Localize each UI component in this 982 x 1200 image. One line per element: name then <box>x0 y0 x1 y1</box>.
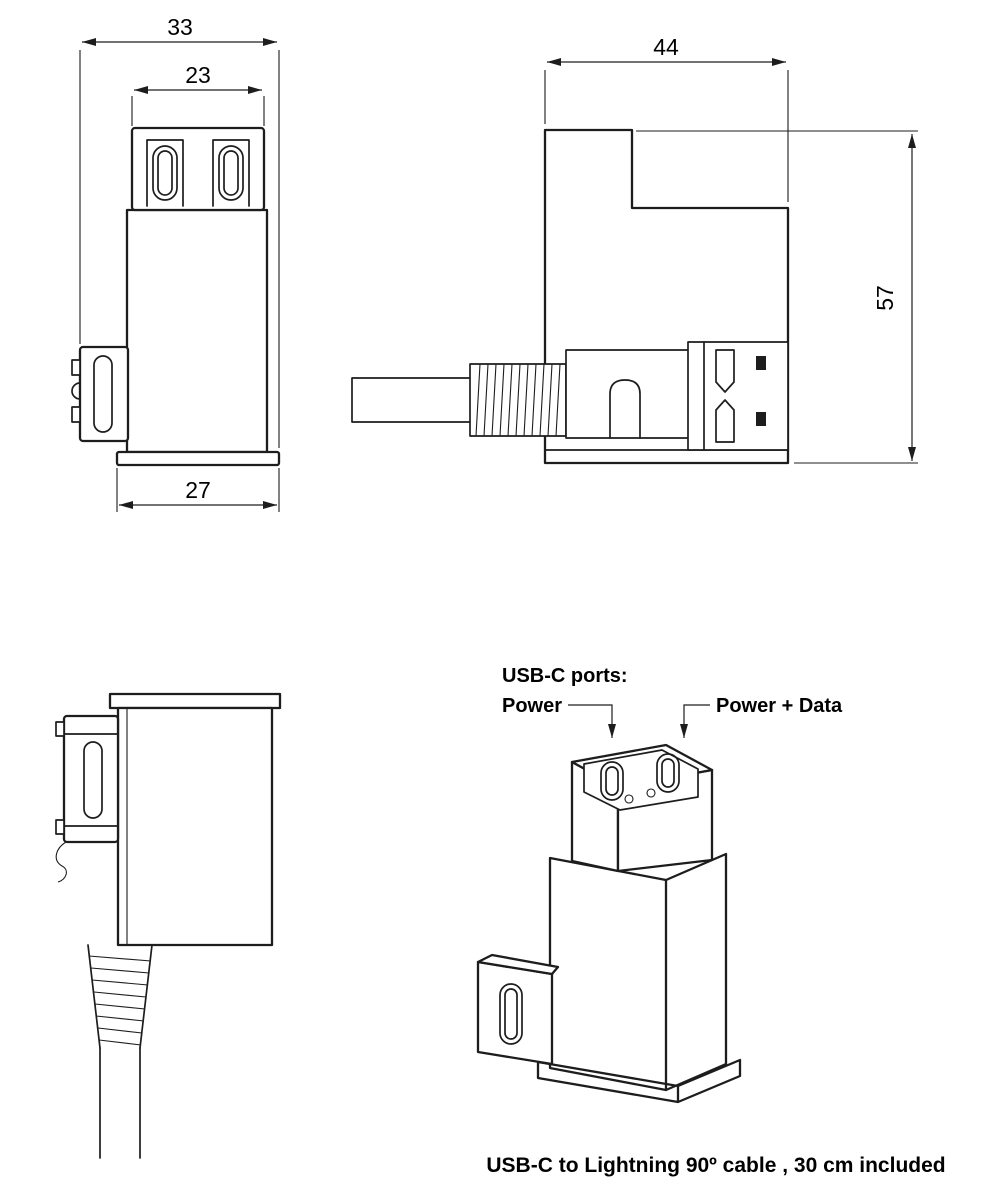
bl-block-tab-top <box>55 721 65 737</box>
front-port-left-bracket <box>146 139 184 207</box>
iso-body-outline <box>548 852 728 1092</box>
iso-port-power-pill-inner <box>605 766 619 796</box>
dimension-value-27: 27 <box>185 477 211 503</box>
receptacle-bracket <box>687 341 789 451</box>
rotated-side-view <box>55 692 282 1159</box>
front-side-block <box>78 345 130 443</box>
dimension-44: 44 <box>544 34 789 202</box>
dimension-57: 57 <box>636 130 918 464</box>
front-side-block-notch <box>71 382 81 400</box>
dimension-value-44: 44 <box>653 34 679 60</box>
dimension-33: 33 <box>79 14 280 448</box>
bl-base-flange <box>108 692 282 710</box>
side-view: 44 57 <box>351 34 918 465</box>
front-port-housing <box>130 126 266 212</box>
iso-side-block-top <box>476 953 560 976</box>
bl-strain-relief-ribs <box>88 955 152 1046</box>
port-power-data-label: Power + Data <box>716 695 843 717</box>
receptacle-pin-top <box>715 349 735 393</box>
iso-side-block-slot-inner <box>504 988 518 1040</box>
connector-u-detail <box>609 379 641 439</box>
bl-wire-hook <box>55 841 67 883</box>
front-view: 33 23 27 <box>71 14 281 512</box>
front-port-left-pill-inner <box>157 150 173 196</box>
iso-port-power-pill <box>600 761 624 801</box>
ports-title: USB-C ports: <box>502 665 628 687</box>
strain-relief-ribs <box>475 363 561 437</box>
iso-screw-hole-right <box>646 788 656 798</box>
cable <box>351 377 471 423</box>
cable-connector-body <box>565 349 691 439</box>
iso-base-flange <box>536 1058 742 1104</box>
bl-side-block <box>62 714 120 844</box>
dimension-27: 27 <box>116 468 280 512</box>
front-port-left-pill <box>152 145 178 201</box>
certification-mark <box>756 356 766 370</box>
iso-screw-hole-left <box>624 794 634 804</box>
iso-port-power-data-pill-inner <box>661 758 675 788</box>
iso-side-block-front <box>476 960 554 1066</box>
iso-side-block-slot <box>499 983 523 1045</box>
power-leader-arrow <box>568 704 616 738</box>
front-port-right-pill <box>218 145 244 201</box>
cable-included-caption: USB-C to Lightning 90º cable , 30 cm inc… <box>486 1154 945 1177</box>
front-body-outline <box>125 208 269 454</box>
dimension-23: 23 <box>131 62 265 126</box>
bl-block-slot <box>83 741 103 819</box>
bl-cable <box>99 1047 141 1159</box>
bl-block-tab-bottom <box>55 819 65 835</box>
dimension-value-23: 23 <box>185 62 211 88</box>
iso-port-power-data-pill <box>656 753 680 793</box>
side-body-outline <box>543 128 790 465</box>
front-port-right-pill-inner <box>223 150 239 196</box>
receptacle-pin-bottom <box>715 399 735 443</box>
front-side-block-tab-bottom <box>71 406 81 423</box>
bl-body-outline <box>116 706 274 947</box>
front-side-block-tab-top <box>71 359 81 376</box>
front-port-right-bracket <box>212 139 250 207</box>
power-data-leader-arrow <box>680 704 710 738</box>
dimension-value-33: 33 <box>167 14 193 40</box>
front-side-block-slot <box>93 355 113 433</box>
isometric-view: USB-C ports: Power Power + Data <box>476 665 843 1104</box>
front-base-flange <box>115 450 281 467</box>
dimension-value-57: 57 <box>872 285 898 311</box>
certification-mark <box>756 412 766 426</box>
port-power-label: Power <box>502 695 562 717</box>
